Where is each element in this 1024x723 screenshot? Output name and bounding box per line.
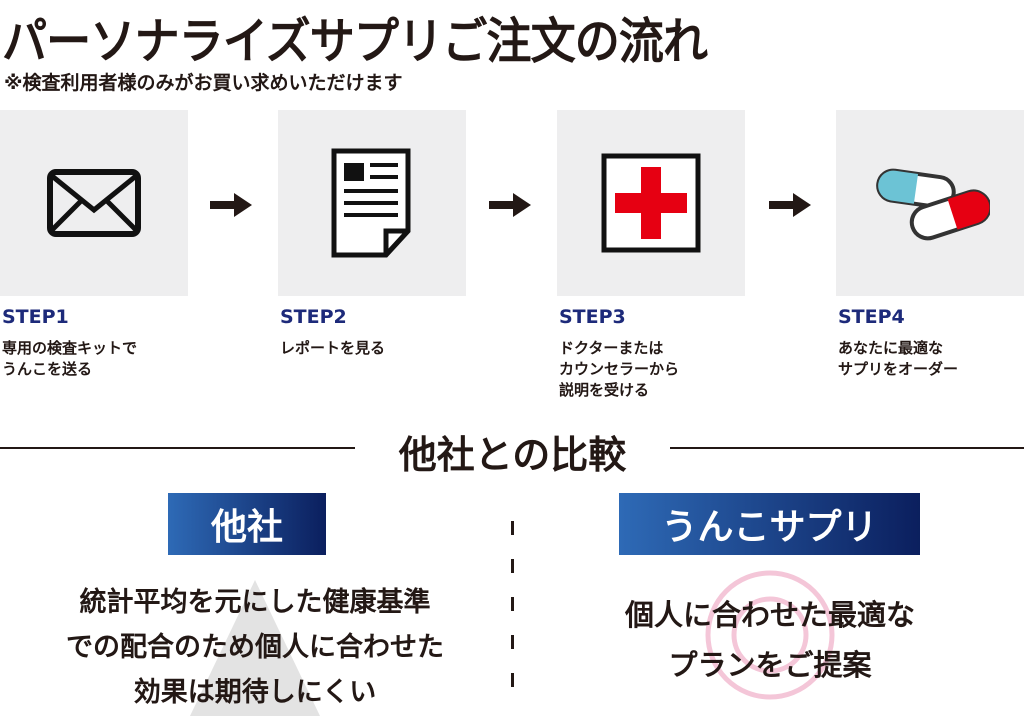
competitor-text: 統計平均を元にした健康基準 での配合のため個人に合わせた 効果は期待しにくい	[66, 587, 444, 708]
triangle-decoration	[190, 580, 320, 716]
step1-label: STEP1	[2, 306, 69, 328]
unko-supple-text: 個人に合わせた最適な プランをご提案	[624, 598, 915, 682]
step3-label: STEP3	[559, 306, 626, 328]
divider	[0, 447, 355, 449]
note: ※検査利用者様のみがお買い求めいただけます	[4, 72, 403, 94]
step1-desc: 専用の検査キットで うんこを送る	[2, 339, 138, 378]
circle-decoration	[705, 570, 835, 700]
capsule-icon	[876, 168, 990, 241]
arrow-right-icon	[489, 193, 531, 217]
step3-desc: ドクターまたは カウンセラーから 説明を受ける	[559, 339, 680, 399]
unko-supple-badge: うんこサプリ	[619, 493, 920, 555]
arrow-right-icon	[769, 193, 811, 217]
step2-label: STEP2	[280, 306, 347, 328]
competitor-badge: 他社	[168, 493, 326, 555]
medical-cross-icon	[601, 153, 701, 253]
step3-box	[557, 110, 745, 296]
comparison-title: 他社との比較	[398, 432, 627, 477]
step4-label: STEP4	[838, 306, 905, 328]
document-icon	[331, 148, 411, 258]
step4-box	[836, 110, 1024, 296]
step2-box	[278, 110, 466, 296]
page-title: パーソナライズサプリご注文の流れ	[2, 12, 708, 70]
divider	[670, 447, 1024, 449]
arrow-right-icon	[210, 193, 252, 217]
dashed-divider	[511, 521, 514, 701]
step4-desc: あなたに最適な サプリをオーダー	[838, 339, 959, 378]
step2-desc: レポートを見る	[280, 339, 386, 357]
envelope-icon	[47, 169, 141, 237]
step1-box	[0, 110, 188, 296]
